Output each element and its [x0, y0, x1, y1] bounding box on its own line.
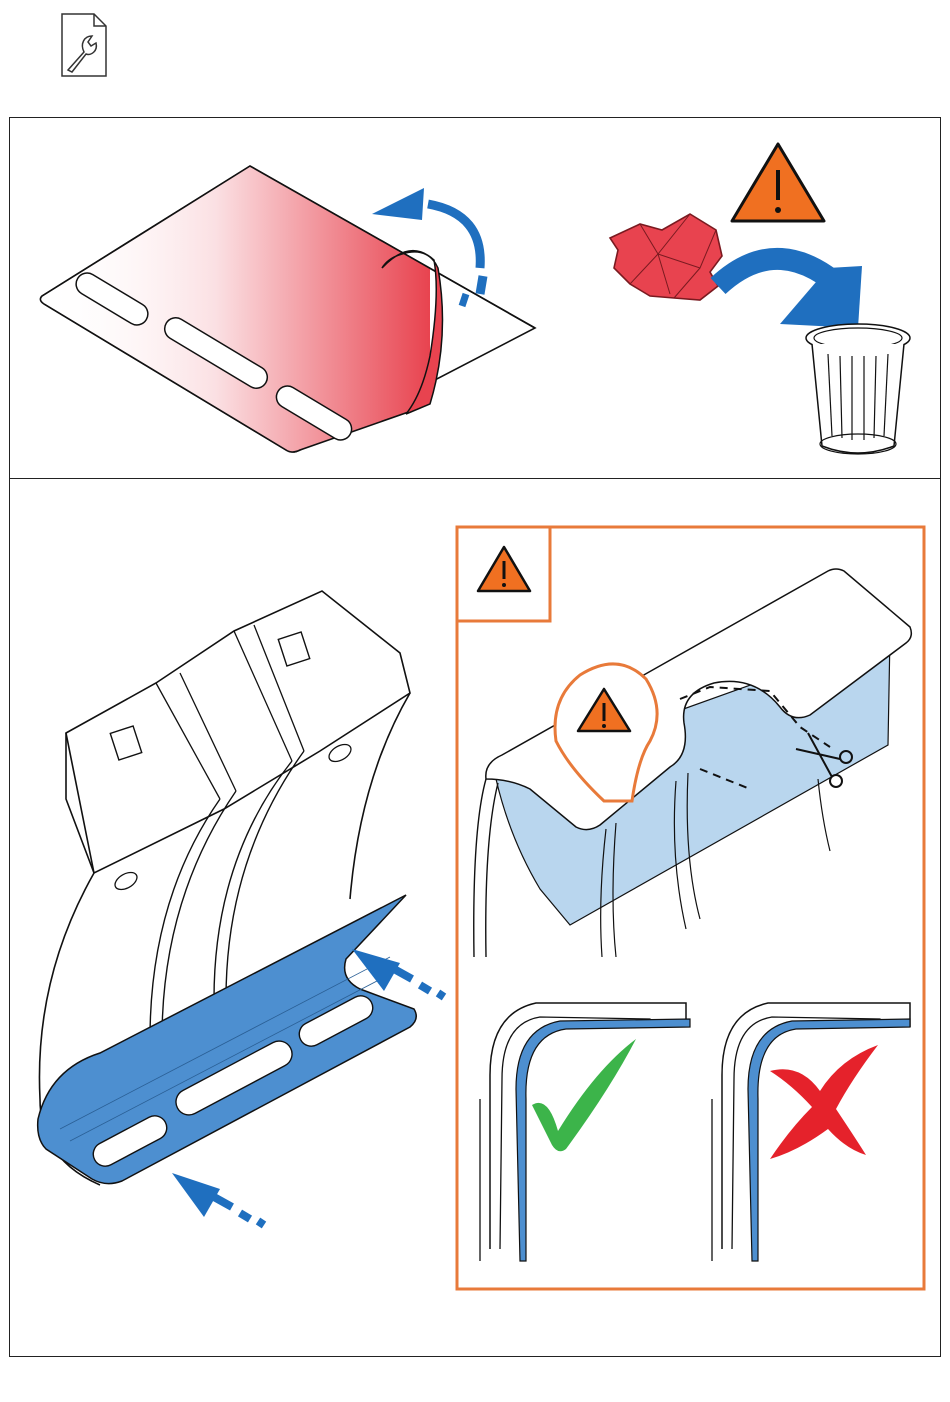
- trim-excess-liner: [474, 569, 912, 957]
- apply-adhesive-liner-to-bracket: [38, 591, 444, 1225]
- panel-peel-and-discard: [9, 117, 941, 479]
- incorrect-fit: [712, 1003, 910, 1261]
- cross-icon: [770, 1045, 878, 1159]
- warning-triangle-icon: [478, 547, 530, 591]
- crumpled-film-icon: [610, 214, 722, 300]
- panel-apply-liner: [9, 478, 941, 1357]
- trash-bin-icon: [806, 324, 910, 454]
- correct-fit: [480, 1003, 690, 1261]
- checkmark-icon: [532, 1039, 636, 1151]
- dashed-arrow-icon: [172, 1173, 264, 1225]
- wrench-document-icon: [58, 12, 110, 80]
- warning-triangle-icon: [732, 144, 824, 221]
- peel-protective-film: [40, 166, 535, 452]
- dashed-arrow-icon: [352, 949, 444, 997]
